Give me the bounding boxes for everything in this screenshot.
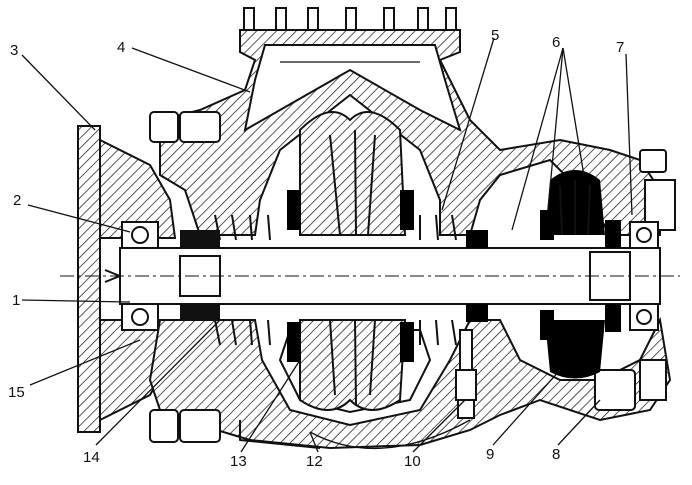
diffuser-vanes	[214, 214, 457, 346]
callout-5: 5	[491, 27, 499, 44]
callout-labels: 3 4 2 1 15 14 13 12 10 9 8 5 6 7	[8, 27, 624, 470]
callout-3: 3	[10, 42, 18, 59]
callout-12: 12	[306, 453, 323, 470]
callout-1: 1	[12, 292, 20, 309]
callout-7: 7	[616, 39, 624, 56]
callout-15: 15	[8, 384, 25, 401]
callout-13: 13	[230, 453, 247, 470]
leader-lines	[21, 37, 633, 453]
seal-rings	[180, 190, 621, 362]
callout-6: 6	[552, 34, 560, 51]
left-bolts	[149, 111, 221, 443]
callout-9: 9	[486, 446, 494, 463]
bearing-left	[121, 221, 159, 331]
callout-10: 10	[404, 453, 421, 470]
callout-14: 14	[83, 449, 100, 466]
top-flange-bolts	[243, 7, 457, 31]
impeller-second-stage	[545, 170, 605, 379]
callout-4: 4	[117, 39, 125, 56]
callout-8: 8	[552, 446, 560, 463]
callout-2: 2	[13, 192, 21, 209]
bearing-right	[629, 221, 659, 331]
impeller-first-stage	[299, 111, 407, 411]
drain-plug	[455, 329, 477, 419]
shaft	[60, 247, 680, 305]
